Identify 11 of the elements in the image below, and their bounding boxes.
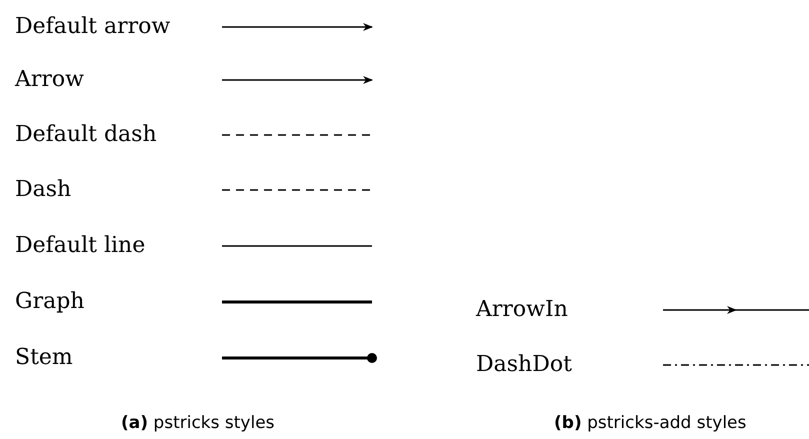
legend-label: Arrow: [15, 69, 84, 91]
legend-label: DashDot: [476, 354, 572, 376]
figure-caption: (b) pstricks-add styles: [554, 415, 746, 432]
legend-label: Default line: [15, 235, 146, 257]
legend-label: Default dash: [15, 124, 157, 146]
legend-label: Dash: [15, 179, 72, 201]
legend-label: Default arrow: [15, 16, 170, 38]
figure-caption: (a) pstricks styles: [121, 415, 275, 432]
legend-label: ArrowIn: [476, 299, 568, 321]
legend-label: Graph: [15, 291, 84, 313]
legend-label: Stem: [15, 347, 73, 369]
